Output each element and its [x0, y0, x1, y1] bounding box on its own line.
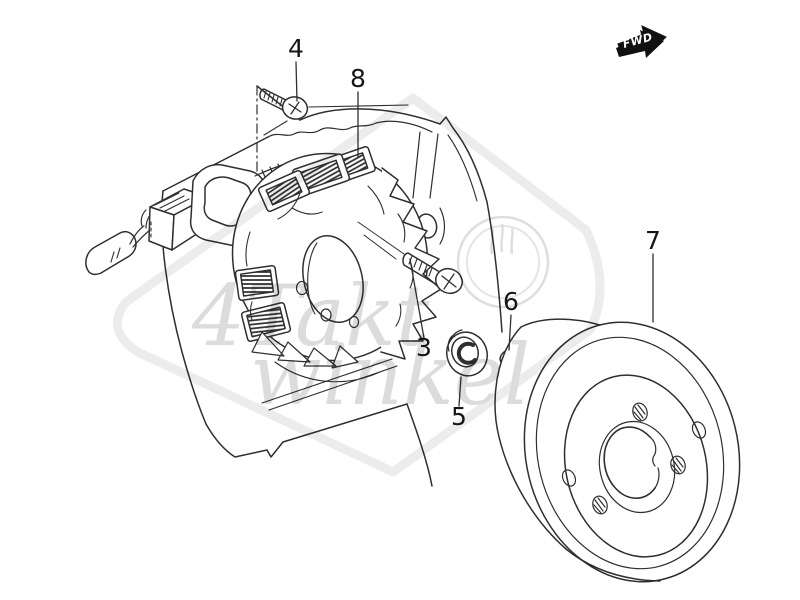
callout-label-4: 4: [288, 34, 304, 63]
screw-part-3: [358, 222, 466, 298]
stator-assembly: [209, 131, 450, 382]
callout-7: 7: [645, 226, 661, 323]
callout-4: 4: [288, 34, 304, 102]
crankcase-cover-outline: [162, 86, 502, 486]
nut-part-5: [441, 326, 494, 381]
callouts: 3 4 5 6 7 8: [288, 34, 661, 431]
watermark-text-line1: 4Takt: [191, 267, 430, 365]
callout-8: 8: [350, 64, 366, 158]
callout-label-7: 7: [645, 226, 661, 255]
screw-part-4: [260, 89, 408, 122]
watermark-diamond: [113, 93, 605, 477]
watermark: 4Takt winkel: [113, 93, 605, 477]
watermark-logo-circle: [456, 215, 550, 309]
fwd-arrow-icon: FWD: [616, 25, 667, 58]
watermark-text-line2: winkel: [250, 326, 530, 424]
callout-3: 3: [409, 258, 432, 362]
callout-label-6: 6: [503, 287, 519, 316]
callout-label-3: 3: [416, 333, 432, 362]
flywheel-rotor: [495, 299, 766, 600]
callout-6: 6: [503, 287, 519, 351]
callout-label-8: 8: [350, 64, 366, 93]
